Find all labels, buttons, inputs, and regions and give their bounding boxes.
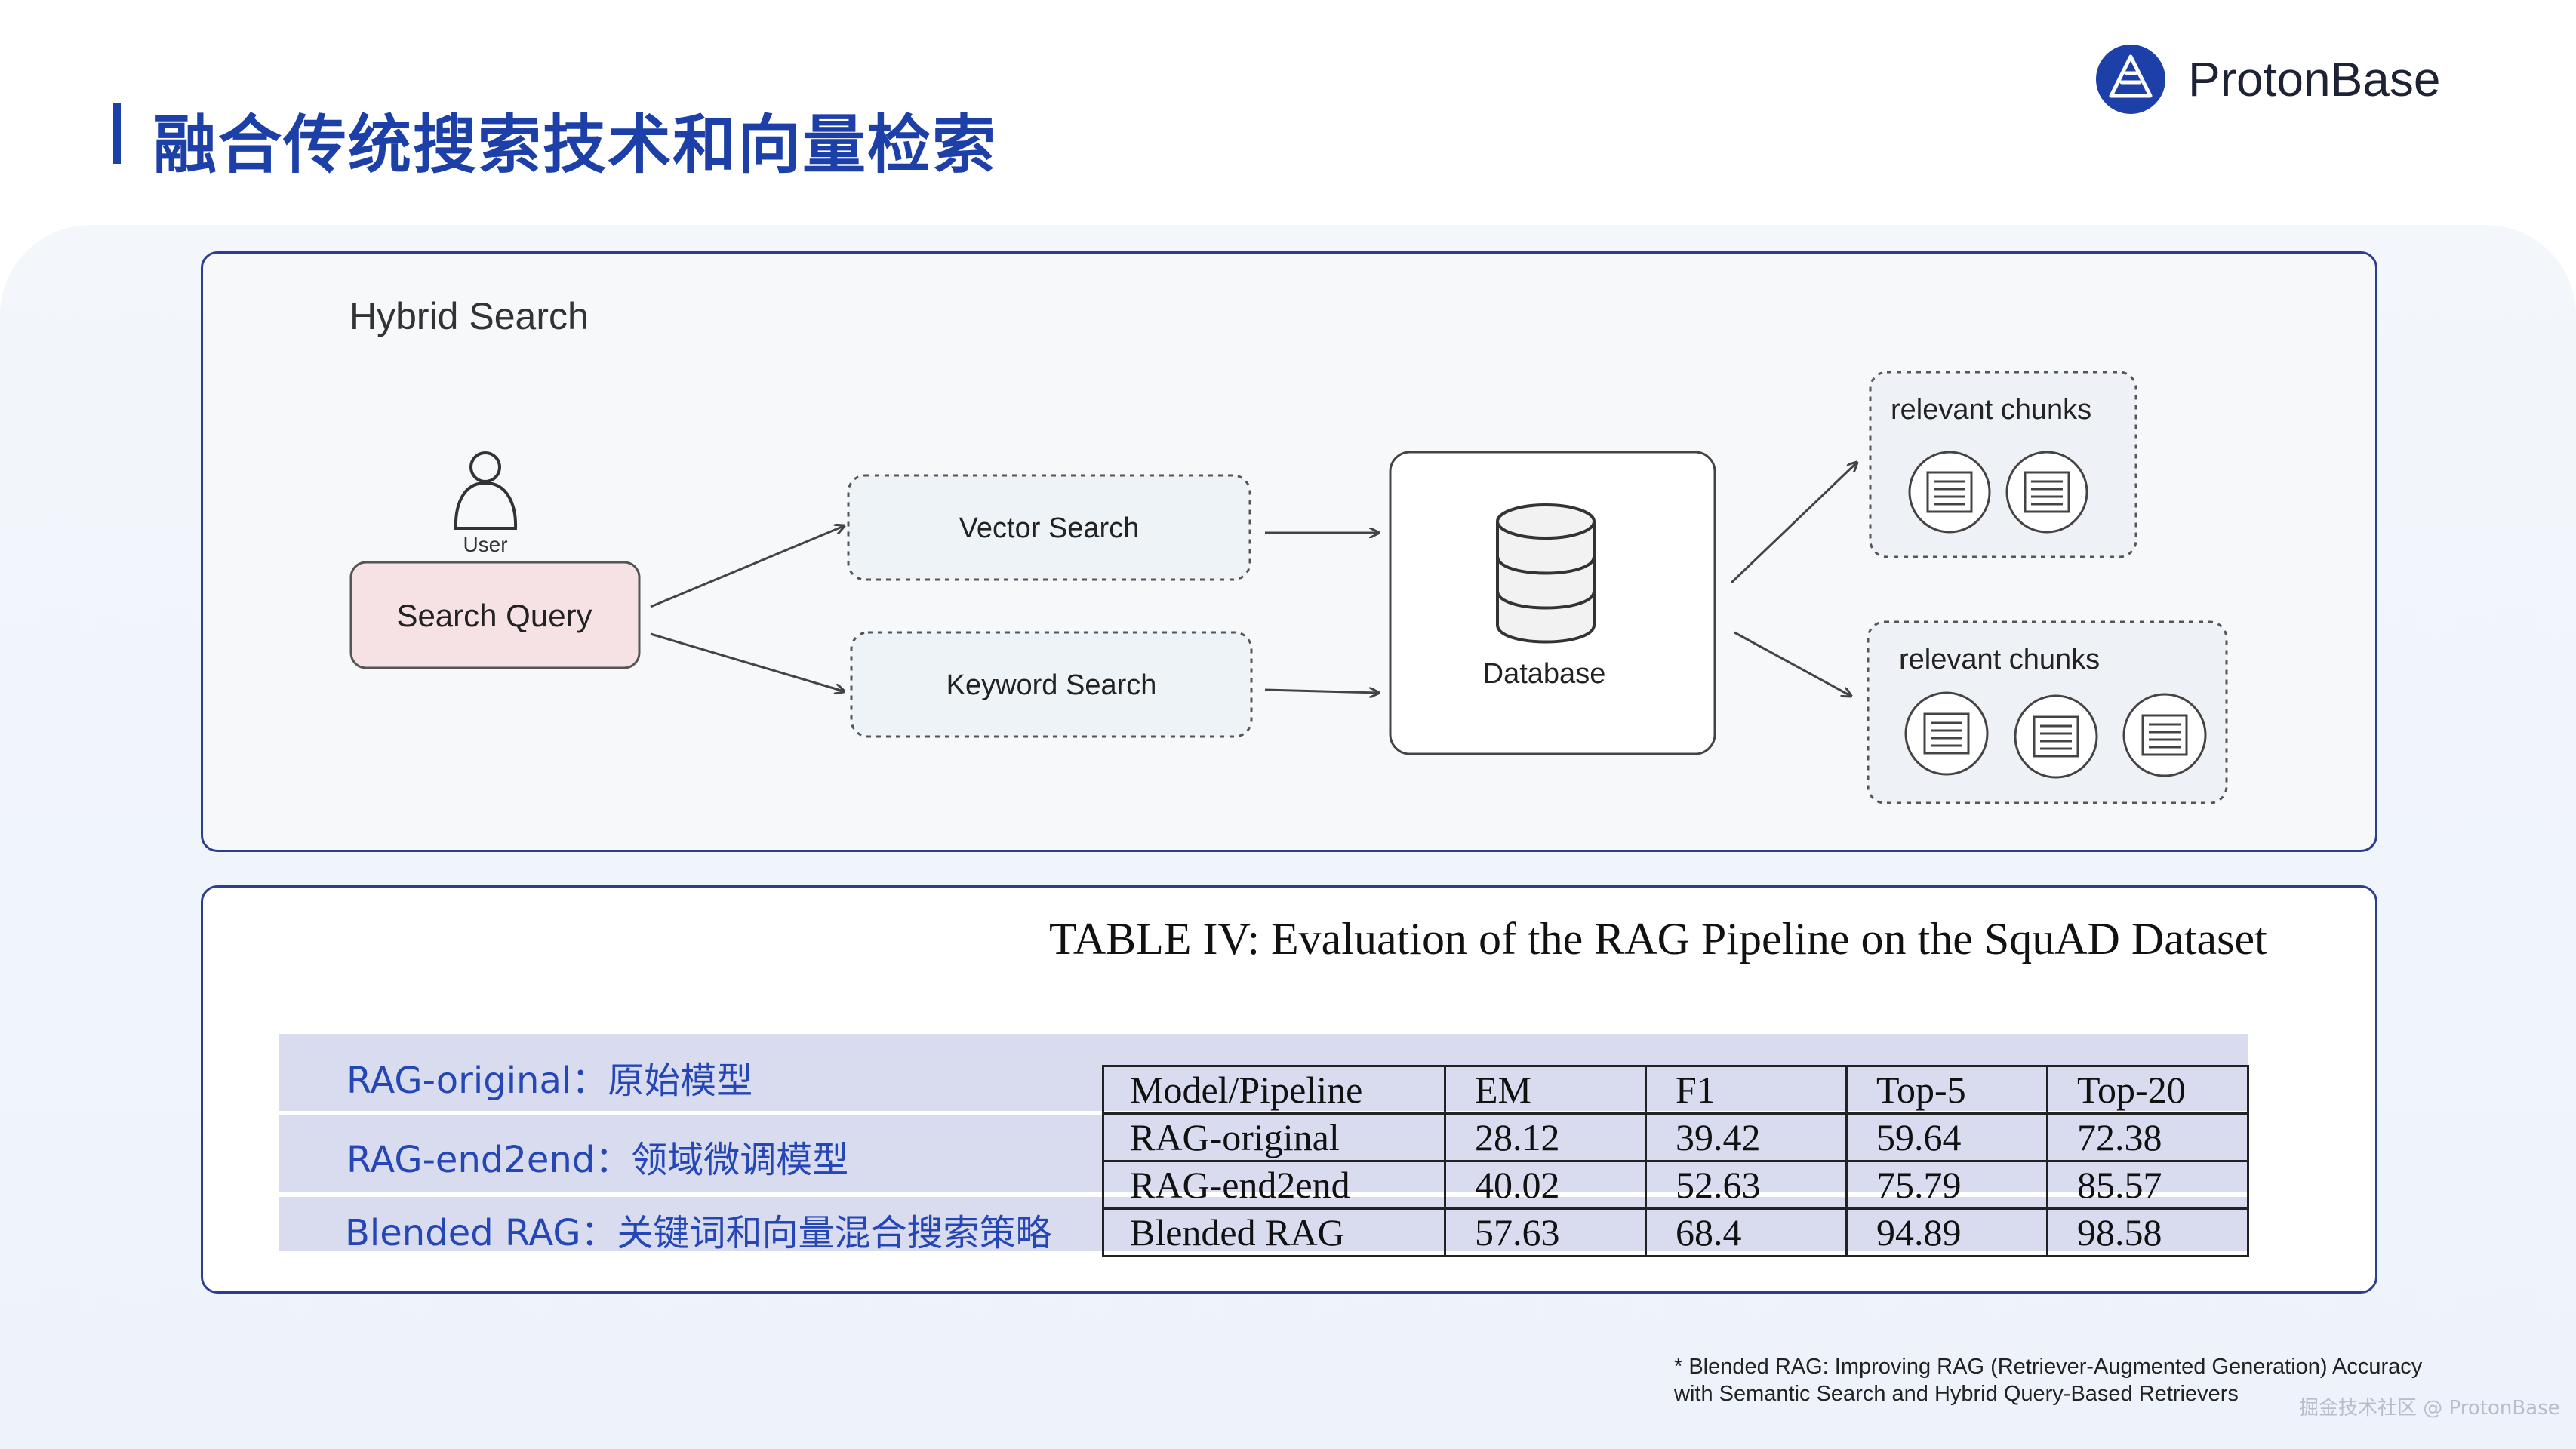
watermark: 掘金技术社区 @ ProtonBase xyxy=(2299,1397,2560,1420)
table-cell: 98.58 xyxy=(2046,1208,2249,1257)
arrow-database-to-chunks-bottom xyxy=(1734,631,1851,696)
annotation-rag-original: RAG-original：原始模型 xyxy=(346,1060,753,1102)
document-icon xyxy=(2005,451,2088,534)
results-table: Model/Pipeline EM F1 Top-5 Top-20 RAG-or… xyxy=(1102,1065,2249,1257)
footnote-line: with Semantic Search and Hybrid Query-Ba… xyxy=(1674,1382,2239,1406)
search-query-box xyxy=(349,561,641,669)
table-header-cell: Top-20 xyxy=(2046,1065,2249,1115)
table-header-cell: Model/Pipeline xyxy=(1102,1065,1446,1115)
arrow-database-to-chunks-top xyxy=(1730,463,1857,584)
table-header-row: Model/Pipeline EM F1 Top-5 Top-20 xyxy=(1102,1065,2249,1115)
arrow-keyword-to-database xyxy=(1264,690,1378,693)
search-query-label: Search Query xyxy=(396,598,592,633)
table-row: Blended RAG 57.63 68.4 94.89 98.58 xyxy=(1102,1208,2249,1257)
document-icon xyxy=(1904,691,1989,776)
table-cell: 52.63 xyxy=(1645,1160,1848,1210)
table-header-cell: EM xyxy=(1444,1065,1647,1115)
document-icon xyxy=(2122,693,2207,777)
table-cell: Blended RAG xyxy=(1102,1208,1446,1257)
user-icon xyxy=(454,451,518,530)
title-accent-bar xyxy=(113,103,121,164)
table-caption: TABLE IV: Evaluation of the RAG Pipeline… xyxy=(1049,914,2267,964)
relevant-chunks-bottom-label: relevant chunks xyxy=(1899,644,2100,675)
slide-title: 融合传统搜索技术和向量检索 xyxy=(153,108,998,182)
table-cell: 85.57 xyxy=(2046,1160,2249,1210)
table-cell: 72.38 xyxy=(2046,1112,2249,1162)
table-row: RAG-end2end 40.02 52.63 75.79 85.57 xyxy=(1102,1160,2249,1210)
relevant-chunks-top-label: relevant chunks xyxy=(1891,394,2091,426)
database-label: Database xyxy=(1483,658,1606,690)
keyword-search-label: Keyword Search xyxy=(946,669,1157,701)
vector-search-box xyxy=(847,474,1251,581)
arrow-query-to-keyword xyxy=(650,632,844,691)
table-header-cell: Top-5 xyxy=(1845,1065,2048,1115)
annotation-blended-rag: Blended RAG：关键词和向量混合搜索策略 xyxy=(345,1212,1052,1254)
table-cell: RAG-end2end xyxy=(1102,1160,1446,1210)
footnote-line: * Blended RAG: Improving RAG (Retriever-… xyxy=(1674,1355,2423,1379)
database-icon xyxy=(1496,503,1596,644)
user-label: User xyxy=(463,533,507,556)
table-row: RAG-original 28.12 39.42 59.64 72.38 xyxy=(1102,1112,2249,1162)
table-cell: 39.42 xyxy=(1645,1112,1848,1162)
table-cell: 59.64 xyxy=(1845,1112,2048,1162)
table-cell: 75.79 xyxy=(1845,1160,2048,1210)
protonbase-logo-icon xyxy=(2096,45,2165,114)
vector-search-label: Vector Search xyxy=(959,512,1140,544)
table-cell: RAG-original xyxy=(1102,1112,1446,1162)
annotation-rag-end2end: RAG-end2end：领域微调模型 xyxy=(346,1139,849,1181)
brand-name: ProtonBase xyxy=(2188,52,2441,106)
table-cell: 40.02 xyxy=(1444,1160,1647,1210)
keyword-search-box xyxy=(850,631,1253,738)
document-icon xyxy=(1908,451,1991,534)
table-cell: 57.63 xyxy=(1444,1208,1647,1257)
table-cell: 68.4 xyxy=(1645,1208,1848,1257)
diagram-title: Hybrid Search xyxy=(349,295,589,337)
table-cell: 94.89 xyxy=(1845,1208,2048,1257)
table-header-cell: F1 xyxy=(1645,1065,1848,1115)
arrow-query-to-vector xyxy=(650,526,844,608)
footnote: * Blended RAG: Improving RAG (Retriever-… xyxy=(1674,1353,2422,1407)
document-icon xyxy=(2014,694,2098,779)
brand: ProtonBase xyxy=(2094,42,2440,117)
table-cell: 28.12 xyxy=(1444,1112,1647,1162)
